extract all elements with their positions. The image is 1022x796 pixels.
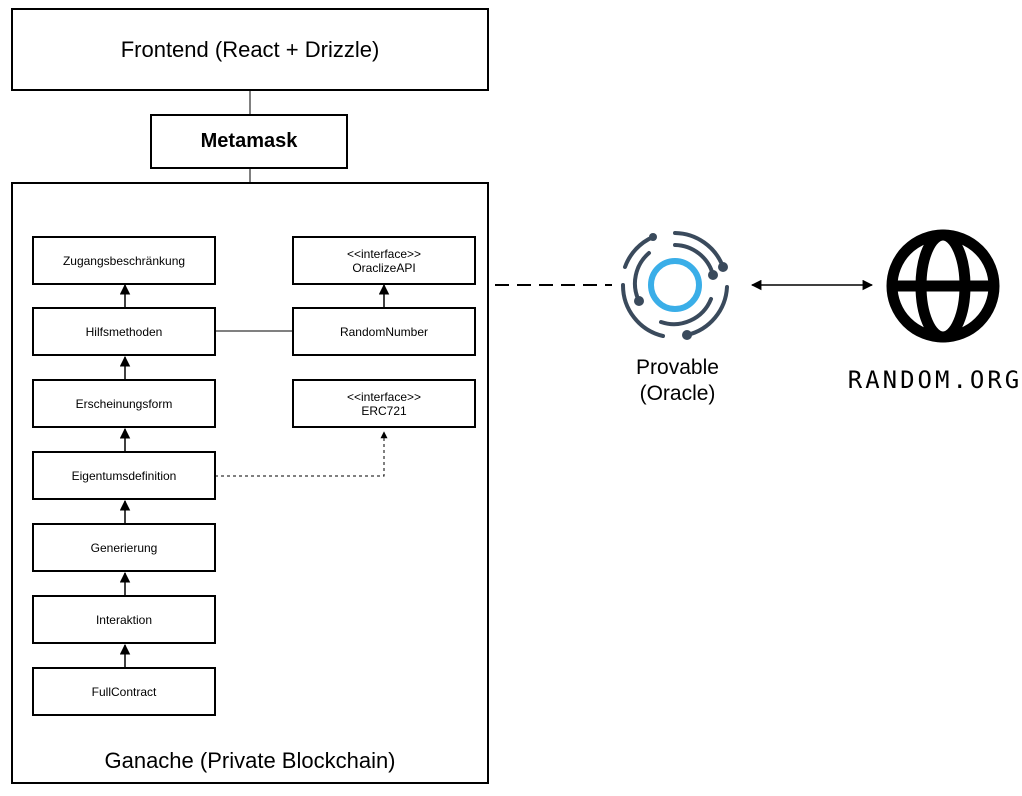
contract-label: Interaktion: [95, 612, 153, 627]
provable-logo-icon: [620, 231, 729, 340]
frontend-box: Frontend (React + Drizzle): [11, 8, 489, 91]
provable-subtitle: (Oracle): [639, 382, 716, 405]
frontend-label: Frontend (React + Drizzle): [120, 36, 380, 62]
contract-label: Erscheinungsform: [75, 396, 173, 411]
random-org-label: RANDOM.ORG: [847, 366, 1022, 394]
contract-label: FullContract: [91, 684, 157, 699]
contract-eigentumsdefinition: Eigentumsdefinition: [32, 451, 216, 500]
interface-erc721: <<interface>> ERC721: [292, 379, 476, 428]
interface-stereotype: <<interface>>: [346, 389, 422, 404]
globe-icon: [886, 229, 1000, 343]
contract-label: Hilfsmethoden: [85, 324, 163, 339]
ganache-label: Ganache (Private Blockchain): [104, 748, 396, 773]
contract-hilfsmethoden: Hilfsmethoden: [32, 307, 216, 356]
contract-label: Zugangsbeschränkung: [62, 253, 186, 268]
interface-label: ERC721: [361, 403, 407, 418]
contract-fullcontract: FullContract: [32, 667, 216, 716]
contract-label: Eigentumsdefinition: [71, 468, 177, 483]
contract-erscheinungsform: Erscheinungsform: [32, 379, 216, 428]
contract-label: Generierung: [90, 540, 158, 555]
interface-oraclizeapi: <<interface>> OraclizeAPI: [292, 236, 476, 285]
arrow-eigentum-erc721: [215, 431, 388, 477]
contract-generierung: Generierung: [32, 523, 216, 572]
metamask-label: Metamask: [200, 130, 298, 152]
contract-label: RandomNumber: [339, 324, 429, 339]
contract-interaktion: Interaktion: [32, 595, 216, 644]
interface-label: OraclizeAPI: [352, 260, 416, 275]
contract-zugangsbeschraenkung: Zugangsbeschränkung: [32, 236, 216, 285]
interface-stereotype: <<interface>>: [346, 246, 422, 261]
provable-label: Provable (Oracle): [600, 355, 755, 407]
ganache-container: [11, 182, 489, 784]
provable-name: Provable: [636, 356, 719, 379]
contract-randomnumber: RandomNumber: [292, 307, 476, 356]
metamask-box: Metamask: [150, 114, 348, 169]
